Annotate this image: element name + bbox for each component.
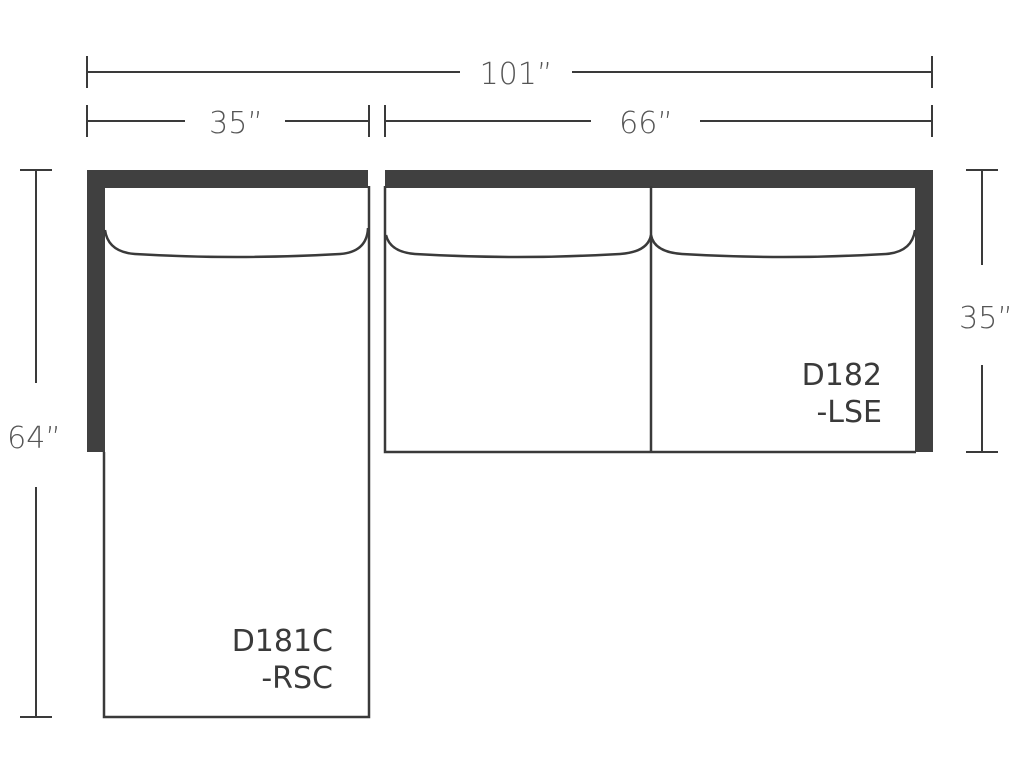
chaise-back: [87, 170, 368, 188]
sofa-piece: D182 -LSE: [383, 170, 933, 454]
chaise-code-line2: -RSC: [261, 661, 333, 696]
chaise-piece: D181C -RSC: [87, 170, 371, 719]
chaise-width-dimension: 35”: [86, 105, 370, 141]
chaise-code-line1: D181C: [232, 624, 333, 659]
chaise-back-cushion: [103, 227, 370, 259]
sofa-depth-label: 35”: [959, 301, 1013, 336]
overall-width-dimension: 101”: [86, 56, 933, 92]
chaise-arm: [87, 170, 105, 452]
sofa-back-cushion-right: [649, 229, 917, 259]
sofa-code-line1: D182: [802, 358, 882, 393]
chaise-width-label: 35”: [209, 106, 263, 141]
sofa-depth-dimension: 35”: [959, 169, 1013, 453]
chaise-depth-dimension: 64”: [7, 169, 61, 718]
overall-width-label: 101”: [480, 57, 553, 92]
chaise-depth-label: 64”: [7, 421, 61, 456]
sofa-width-dimension: 66”: [384, 105, 933, 141]
sofa-arm: [915, 170, 933, 452]
sofa-back: [385, 170, 933, 188]
sofa-back-cushion-left: [384, 234, 653, 259]
sofa-code-line2: -LSE: [816, 395, 882, 430]
sofa-width-label: 66”: [619, 106, 673, 141]
